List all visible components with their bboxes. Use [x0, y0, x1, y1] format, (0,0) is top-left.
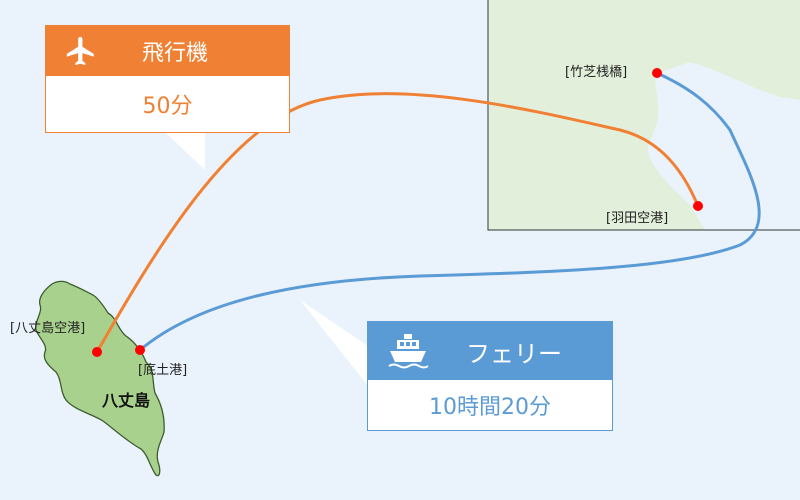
sokodo-port-label: [底土港] [138, 363, 188, 378]
ferry-duration: 10時間20分 [429, 395, 551, 420]
haneda-label: [羽田空港] [606, 211, 669, 226]
plane-callout-pointer [165, 132, 205, 170]
hachijojima-airport-label: [八丈島空港] [10, 321, 86, 336]
ferry-callout: フェリー 10時間20分 [367, 321, 613, 431]
hachijojima-island [35, 280, 165, 477]
hachijojima-airport-point [92, 347, 102, 357]
plane-callout: 飛行機 50分 [45, 25, 290, 133]
takeshiba-label: [竹芝桟橋] [565, 65, 628, 80]
ferry-title: フェリー [466, 339, 562, 368]
plane-callout-header: 飛行機 [46, 26, 289, 76]
tokyo-land [489, 0, 800, 230]
sokodo-port-point [135, 345, 145, 355]
plane-duration: 50分 [142, 94, 193, 119]
ferry-callout-pointer [300, 300, 368, 386]
ferry-route [139, 71, 761, 352]
takeshiba-point [652, 68, 662, 78]
ship-icon [368, 322, 448, 380]
ferry-callout-header: フェリー [368, 322, 612, 380]
island-name: 八丈島 [102, 391, 151, 410]
haneda-point [693, 201, 703, 211]
plane-route [95, 92, 700, 353]
inset-border [487, 0, 800, 231]
airplane-icon [46, 26, 116, 76]
plane-title: 飛行機 [142, 41, 209, 66]
